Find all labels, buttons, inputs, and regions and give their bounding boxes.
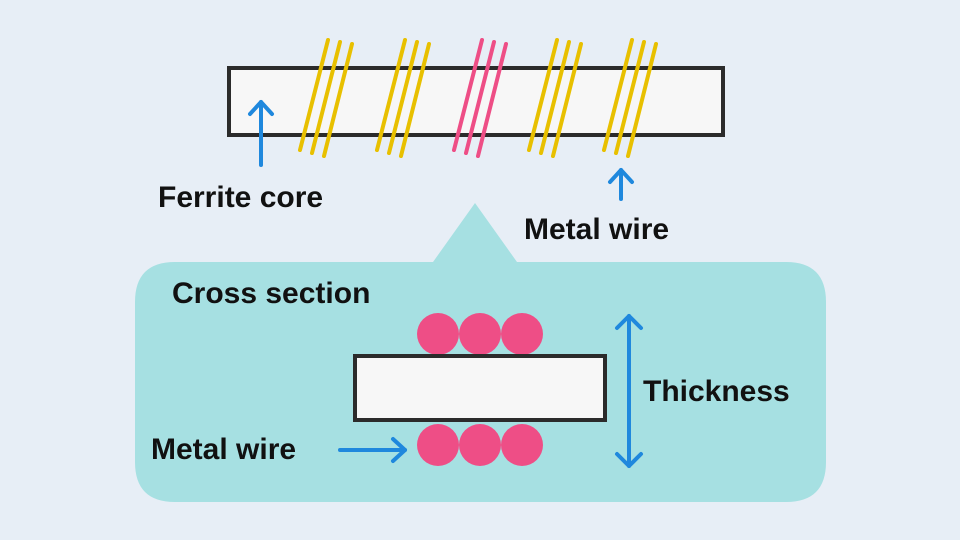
thickness-label: Thickness (643, 375, 790, 408)
double-arrow-vertical-icon (615, 314, 643, 468)
core-cross-section (353, 354, 607, 422)
wire-winding-3-highlight (452, 38, 508, 158)
wire-winding-2 (375, 38, 431, 158)
wire-cross-section-top (417, 313, 543, 355)
wire-winding-4 (527, 38, 583, 158)
arrow-right-icon (338, 437, 407, 463)
metal-wire-label-bottom: Metal wire (151, 433, 296, 466)
wire-winding-5 (602, 38, 658, 158)
arrow-up-icon (608, 168, 634, 201)
arrow-up-icon (248, 100, 274, 167)
wire-winding-1 (298, 38, 354, 158)
ferrite-core-label: Ferrite core (158, 181, 323, 214)
cross-section-title: Cross section (172, 277, 370, 310)
metal-wire-label-top: Metal wire (524, 213, 669, 246)
wire-cross-section-bottom (417, 424, 543, 466)
